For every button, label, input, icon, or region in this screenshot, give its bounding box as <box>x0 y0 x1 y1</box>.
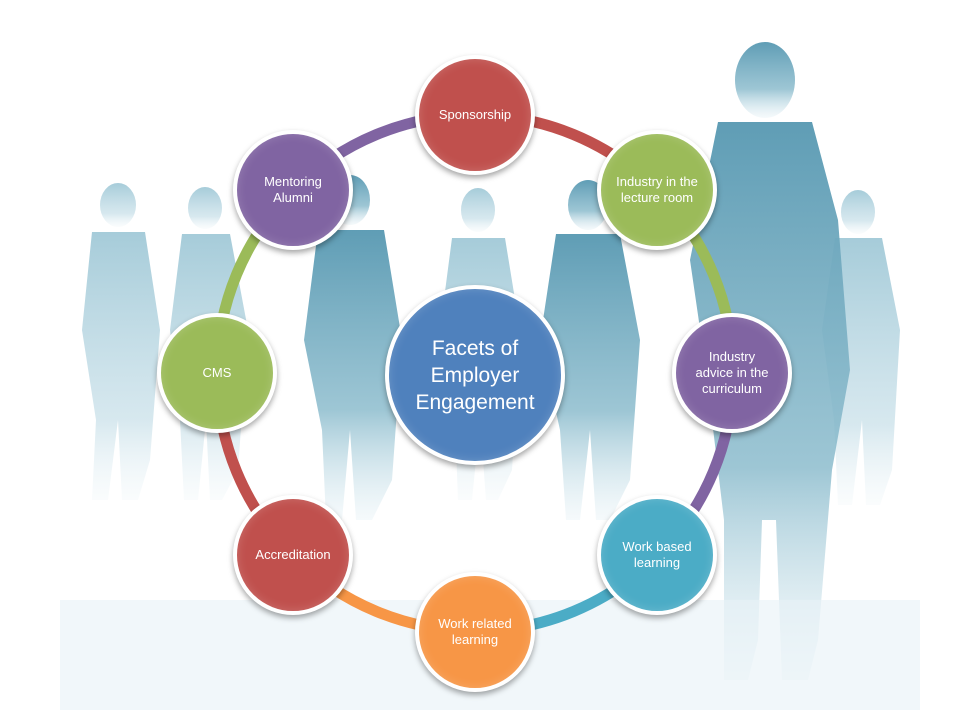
node-industry-lecture-label: Industry in the lecture room <box>616 174 698 205</box>
silhouette-body <box>82 232 160 500</box>
node-mentoring: Mentoring Alumni <box>233 130 353 250</box>
silhouette-head <box>461 188 495 232</box>
silhouette-head <box>100 183 136 227</box>
silhouette-body <box>540 234 640 520</box>
node-work-related: Work related learning <box>415 572 535 692</box>
node-accreditation: Accreditation <box>233 495 353 615</box>
node-work-related-label: Work related learning <box>438 616 512 647</box>
node-work-based-label: Work based learning <box>622 539 692 570</box>
node-industry-advice-label: Industry advice in the curriculum <box>695 349 769 396</box>
node-accreditation-label: Accreditation <box>255 547 331 562</box>
node-industry-advice: Industry advice in the curriculum <box>672 313 792 433</box>
silhouette-head <box>735 42 795 118</box>
node-industry-lecture: Industry in the lecture room <box>597 130 717 250</box>
node-cms: CMS <box>157 313 277 433</box>
node-sponsorship-label: Sponsorship <box>438 107 512 122</box>
center-node: Facets of Employer Engagement <box>385 285 565 465</box>
silhouette-body <box>304 230 402 520</box>
node-sponsorship: Sponsorship <box>415 55 535 175</box>
silhouette-head <box>841 190 875 234</box>
node-mentoring-label: Mentoring Alumni <box>264 174 322 205</box>
center-node-label: Facets of Employer Engagement <box>415 336 535 414</box>
node-cms-label: CMS <box>202 365 232 380</box>
node-work-based: Work based learning <box>597 495 717 615</box>
silhouette-head <box>188 187 222 229</box>
